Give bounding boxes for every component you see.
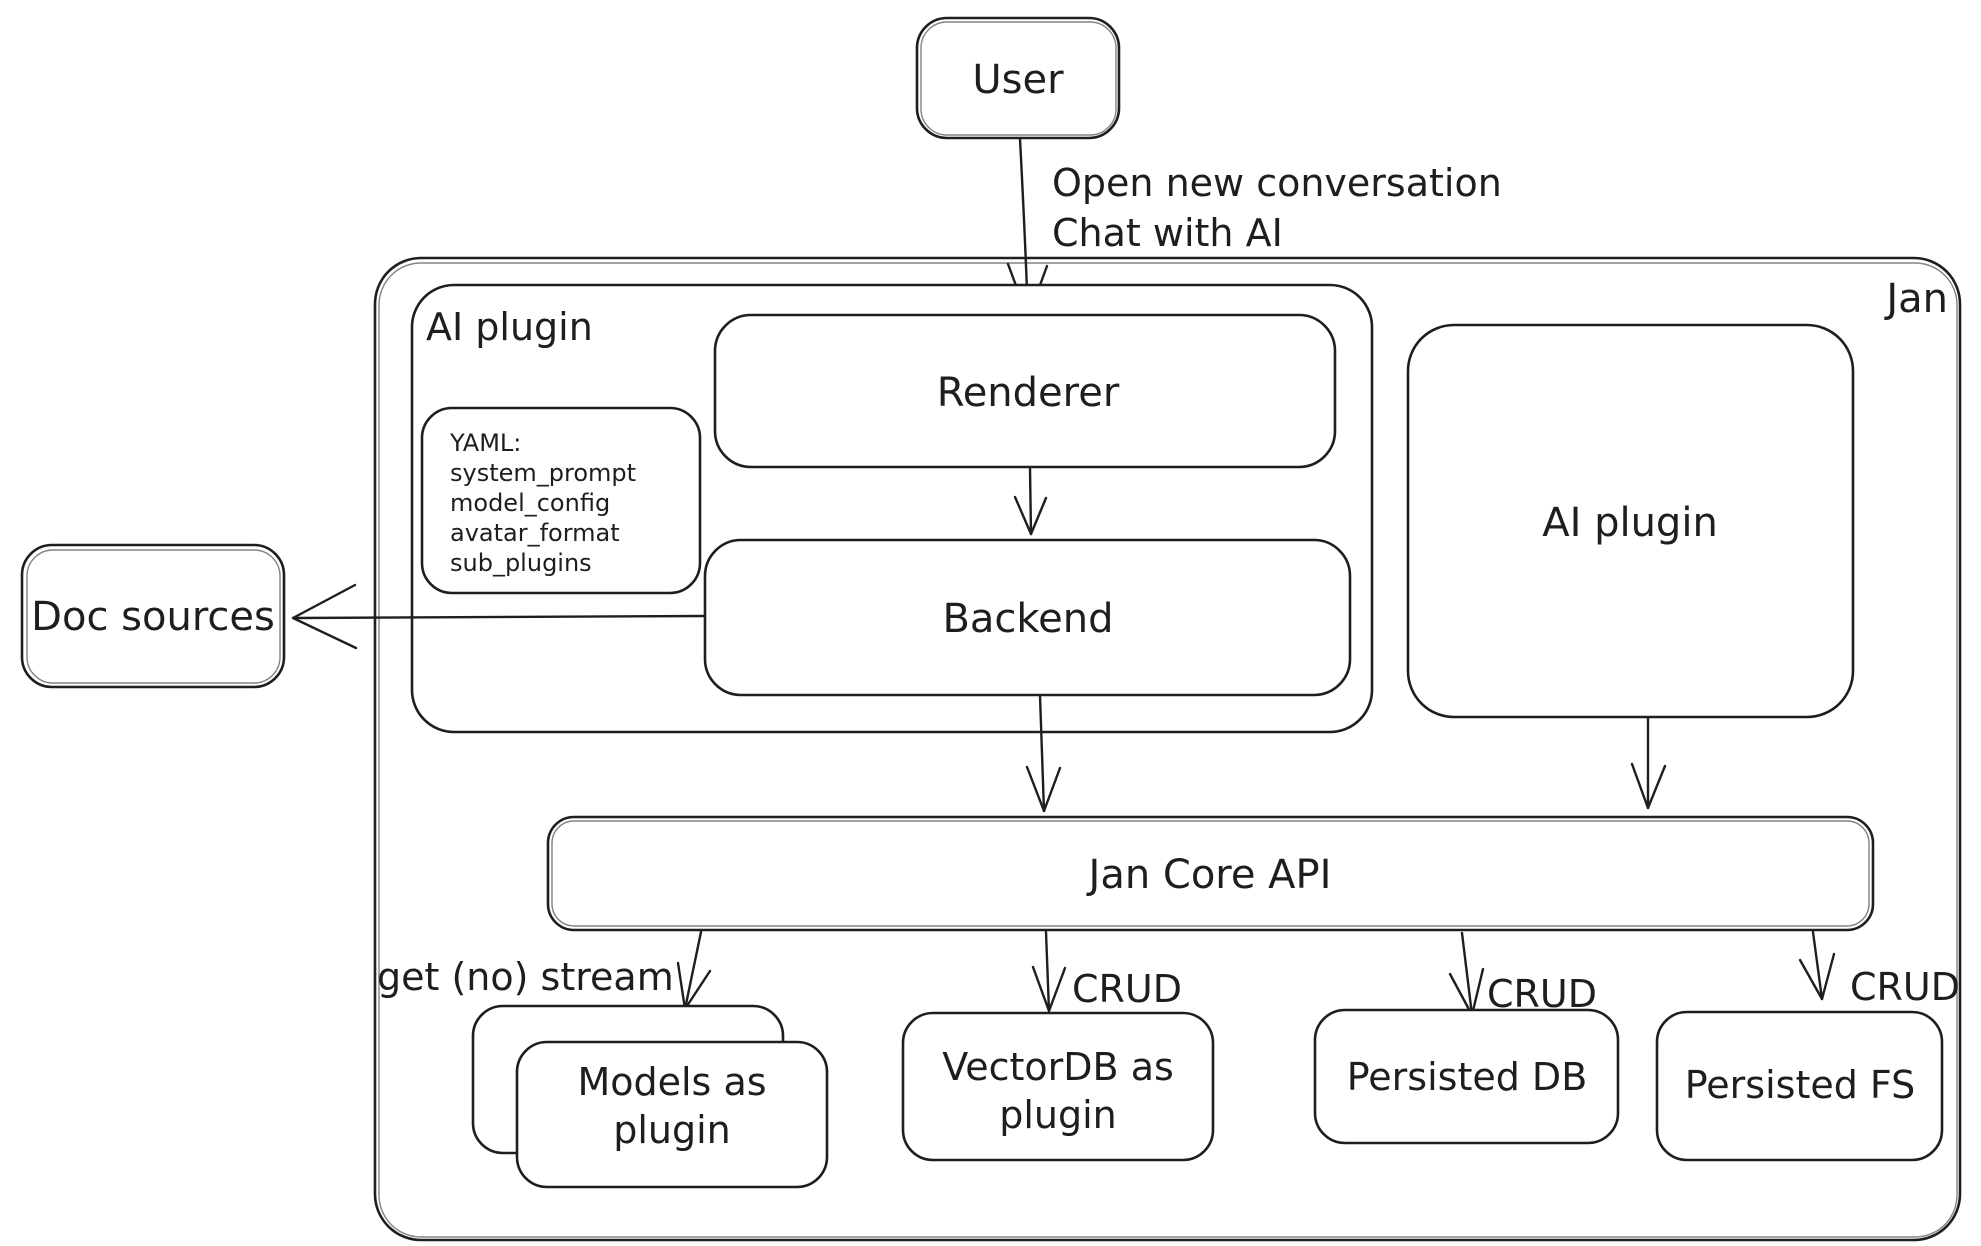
yaml-note-line-sub-plugins: sub_plugins [450, 549, 592, 577]
arrow-ai-plugin-to-core [1630, 716, 1667, 810]
backend-label: Backend [942, 596, 1113, 642]
edge-label-get-no-stream: get (no) stream [377, 955, 674, 999]
doc-sources-label: Doc sources [31, 594, 275, 640]
jan-core-api-label: Jan Core API [1086, 852, 1332, 898]
arrow-core-to-persisted-db [1448, 931, 1485, 1017]
models-plugin-label-line2: plugin [613, 1108, 731, 1152]
renderer-box: Renderer [713, 313, 1337, 469]
arrow-renderer-to-backend [1013, 466, 1048, 536]
persisted-fs-label: Persisted FS [1685, 1063, 1916, 1107]
user-label: User [972, 57, 1064, 103]
vectordb-box: VectorDB as plugin [901, 1011, 1215, 1162]
persisted-db-box: Persisted DB [1313, 1008, 1620, 1145]
arrow-backend-to-doc-sources [291, 583, 707, 650]
ai-plugin-right-box: AI plugin [1406, 323, 1855, 719]
yaml-note-line-avatar-format: avatar_format [450, 519, 620, 547]
edge-label-crud-vectordb: CRUD [1072, 967, 1182, 1011]
persisted-db-label: Persisted DB [1347, 1055, 1588, 1099]
arrow-backend-to-core [1025, 694, 1062, 813]
yaml-note-line-system-prompt: system_prompt [450, 459, 636, 487]
edge-label-crud-persisted-db: CRUD [1487, 972, 1597, 1016]
ai-plugin-container-label: AI plugin [426, 305, 593, 349]
ai-plugin-right-label: AI plugin [1542, 500, 1718, 546]
arrow-core-to-vectordb [1031, 930, 1067, 1013]
edge-label-chat-with-ai: Chat with AI [1052, 211, 1283, 255]
backend-box: Backend [703, 538, 1352, 697]
models-plugin-box: Models as plugin [471, 1004, 829, 1189]
arrow-user-to-renderer-label: Open new conversation Chat with AI [1052, 161, 1502, 255]
edge-label-open-conversation: Open new conversation [1052, 161, 1502, 205]
yaml-note-box: YAML: system_prompt model_config avatar_… [420, 406, 702, 595]
models-plugin-label-line1: Models as [577, 1060, 766, 1104]
yaml-note-title: YAML: [449, 429, 521, 457]
edge-label-crud-persisted-fs: CRUD [1850, 965, 1960, 1009]
renderer-label: Renderer [937, 370, 1120, 416]
arrow-core-to-persisted-fs [1798, 930, 1836, 1001]
persisted-fs-box: Persisted FS [1655, 1010, 1944, 1162]
vectordb-label-line1: VectorDB as [942, 1045, 1174, 1089]
jan-container-label: Jan [1883, 276, 1948, 322]
arrow-core-to-models [676, 930, 712, 1011]
yaml-note-line-model-config: model_config [450, 489, 610, 517]
jan-core-api-box: Jan Core API [546, 815, 1875, 932]
user-box: User [915, 16, 1121, 140]
vectordb-label-line2: plugin [999, 1093, 1117, 1137]
doc-sources-box: Doc sources [20, 543, 286, 689]
